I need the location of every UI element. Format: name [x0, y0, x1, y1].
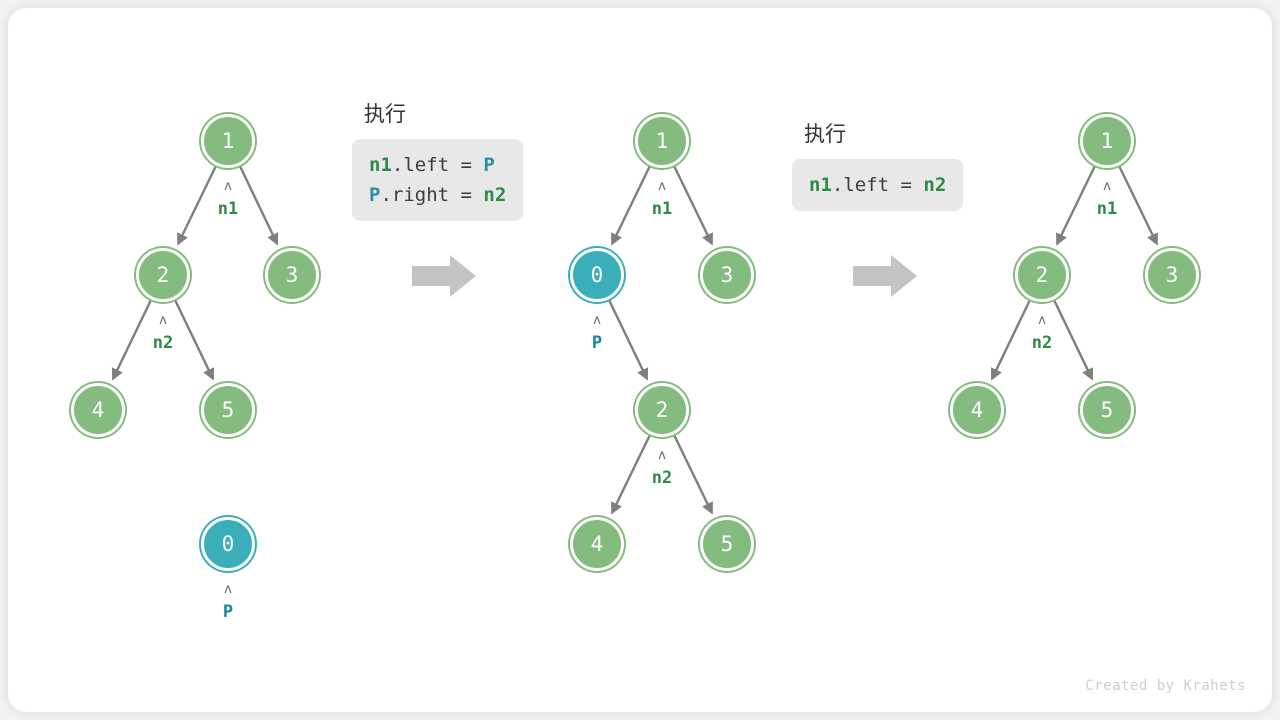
step-caption: 执行	[804, 122, 846, 146]
pointer-name: P	[222, 602, 234, 622]
tree-node-2: 2	[136, 248, 190, 302]
pointer-label-n2: ʌ n2	[1012, 313, 1072, 353]
caret-up-icon: ʌ	[224, 582, 232, 597]
tree-node-5: 5	[1080, 383, 1134, 437]
pointer-label-n2: ʌ n2	[632, 448, 692, 488]
caret-up-icon: ʌ	[1038, 313, 1046, 328]
code-token: P	[483, 154, 495, 176]
code-token: P	[369, 184, 381, 206]
code-line: n1.left = n2	[809, 170, 946, 200]
caret-up-icon: ʌ	[1103, 179, 1111, 194]
tree-node-3: 3	[265, 248, 319, 302]
tree-node-4: 4	[71, 383, 125, 437]
code-token: n1	[369, 154, 392, 176]
code-token: .right =	[380, 184, 484, 206]
pointer-name: n2	[651, 468, 673, 488]
caret-up-icon: ʌ	[658, 179, 666, 194]
code-token: n2	[923, 174, 947, 196]
code-token: n2	[483, 184, 507, 206]
tree-node-0: 0	[201, 517, 255, 571]
code-token: n1	[809, 174, 832, 196]
tree-node-1: 1	[1080, 114, 1134, 168]
watermark-credit: Created by Krahets	[1085, 678, 1246, 694]
tree-node-1: 1	[635, 114, 689, 168]
caret-up-icon: ʌ	[224, 179, 232, 194]
tree-node-1: 1	[201, 114, 255, 168]
pointer-label-n1: ʌ n1	[632, 179, 692, 219]
pointer-name: n2	[152, 333, 174, 353]
pointer-label-n1: ʌ n1	[198, 179, 258, 219]
caret-up-icon: ʌ	[159, 313, 167, 328]
step-caption: 执行	[364, 102, 406, 126]
code-line: n1.left = P	[369, 150, 506, 180]
pointer-name: P	[591, 333, 603, 353]
pointer-label-n1: ʌ n1	[1077, 179, 1137, 219]
pointer-name: n2	[1031, 333, 1053, 353]
pointer-label-n2: ʌ n2	[133, 313, 193, 353]
pointer-name: n1	[651, 199, 673, 219]
tree-node-3: 3	[1145, 248, 1199, 302]
pointer-name: n1	[1096, 199, 1118, 219]
transition-arrow-2	[853, 253, 919, 304]
tree-node-4: 4	[950, 383, 1004, 437]
pointer-name: n1	[217, 199, 239, 219]
tree-node-5: 5	[201, 383, 255, 437]
transition-arrow-1	[412, 253, 478, 304]
code-line: P.right = n2	[369, 180, 506, 210]
tree-node-2: 2	[1015, 248, 1069, 302]
caret-up-icon: ʌ	[593, 313, 601, 328]
tree-node-4: 4	[570, 517, 624, 571]
code-token: .left =	[831, 174, 924, 196]
tree-node-3: 3	[700, 248, 754, 302]
caret-up-icon: ʌ	[658, 448, 666, 463]
tree-node-0: 0	[570, 248, 624, 302]
tree-node-2: 2	[635, 383, 689, 437]
tree-node-5: 5	[700, 517, 754, 571]
code-snippet: n1.left = n2	[792, 159, 964, 211]
code-token: .left =	[391, 154, 484, 176]
